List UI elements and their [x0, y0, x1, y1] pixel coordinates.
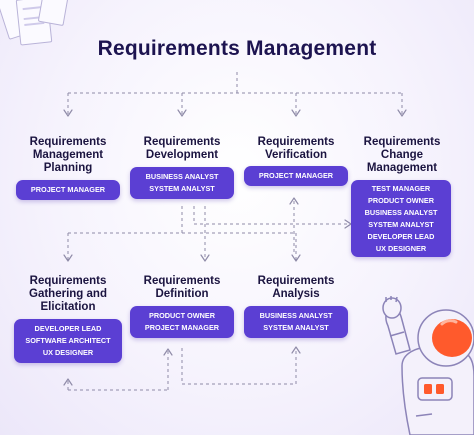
role-label: BUSINESS ANALYST [259, 311, 333, 320]
node-title-line: Planning [43, 162, 93, 174]
role-label: PROJECT MANAGER [30, 185, 106, 194]
node-requirements-definition: Requirements Definition [122, 275, 242, 301]
role-label: SOFTWARE ARCHITECT [25, 336, 111, 345]
node-title-line: Change [380, 149, 424, 161]
node-title-line: Verification [265, 149, 327, 161]
role-pill-change: TEST MANAGER PRODUCT OWNER BUSINESS ANAL… [351, 180, 451, 257]
node-title-line: Development [145, 149, 219, 161]
role-label: DEVELOPER LEAD [367, 231, 435, 241]
role-label: TEST MANAGER [371, 183, 431, 193]
node-title-line: Requirements [29, 136, 107, 148]
node-title-line: Requirements [143, 136, 221, 148]
role-pill-definition: PRODUCT OWNER PROJECT MANAGER [130, 306, 234, 338]
node-title-line: Requirements [257, 275, 335, 287]
role-pill-development: BUSINESS ANALYST SYSTEM ANALYST [130, 167, 234, 199]
node-requirements-gathering: Requirements Gathering and Elicitation [8, 275, 128, 314]
node-title-line: Analysis [272, 288, 320, 300]
role-label: SYSTEM ANALYST [149, 184, 215, 193]
role-label: PROJECT MANAGER [144, 323, 220, 332]
role-label: UX DESIGNER [42, 348, 94, 357]
node-title-line: Definition [155, 288, 209, 300]
page-title: Requirements Management [97, 37, 377, 60]
node-title-line: Requirements [143, 275, 221, 287]
node-title-line: Requirements [363, 136, 441, 148]
role-label: BUSINESS ANALYST [145, 172, 219, 181]
astronaut-illustration [382, 296, 474, 435]
role-pill-analysis: BUSINESS ANALYST SYSTEM ANALYST [244, 306, 348, 338]
node-requirements-planning: Requirements Management Planning [8, 136, 128, 175]
role-label: SYSTEM ANALYST [368, 219, 434, 229]
node-title-line: Management [366, 162, 438, 174]
node-title-line: Management [32, 149, 104, 161]
node-title-line: Requirements [29, 275, 107, 287]
node-requirements-analysis: Requirements Analysis [236, 275, 356, 301]
node-title-line: Elicitation [40, 301, 96, 313]
role-label: PRODUCT OWNER [148, 311, 216, 320]
role-pill-verification: PROJECT MANAGER [244, 166, 348, 186]
role-label: BUSINESS ANALYST [364, 207, 438, 217]
role-label: PROJECT MANAGER [258, 171, 334, 180]
node-requirements-change: Requirements Change Management [344, 136, 460, 175]
node-requirements-development: Requirements Development [122, 136, 242, 162]
role-label: PRODUCT OWNER [367, 195, 435, 205]
role-pill-gathering: DEVELOPER LEAD SOFTWARE ARCHITECT UX DES… [14, 319, 122, 363]
node-title-line: Gathering and [29, 288, 107, 300]
node-requirements-verification: Requirements Verification [236, 136, 356, 162]
role-label: DEVELOPER LEAD [34, 324, 102, 333]
role-label: UX DESIGNER [375, 243, 427, 253]
role-label: SYSTEM ANALYST [263, 323, 329, 332]
role-pill-planning: PROJECT MANAGER [16, 180, 120, 200]
node-title-line: Requirements [257, 136, 335, 148]
